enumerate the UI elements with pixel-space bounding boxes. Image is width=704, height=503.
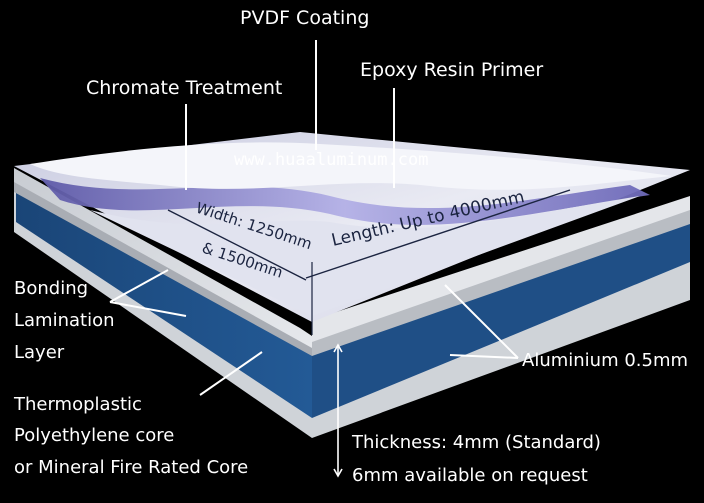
label-core-1: Thermoplastic: [13, 394, 142, 415]
pvdf-peeled-layer: [30, 142, 672, 190]
core-right-face: [312, 222, 690, 418]
coating-wave-band: [40, 178, 650, 225]
core-leader: [199, 351, 263, 396]
label-thickness-2: 6mm available on request: [352, 465, 588, 486]
bonding-layer-right: [312, 206, 690, 356]
label-epoxy-primer: Epoxy Resin Primer: [360, 59, 543, 81]
label-aluminium: Aluminium 0.5mm: [522, 350, 688, 371]
aluminium-right-face: [312, 196, 690, 342]
thickness-arrow-top: [333, 343, 343, 353]
label-bonding-3: Layer: [14, 342, 65, 363]
watermark-text: www.huaaluminum.com: [234, 150, 428, 170]
label-bonding-2: Lamination: [14, 310, 115, 331]
label-chromate: Chromate Treatment: [86, 77, 282, 99]
width-dimension-line: [167, 209, 307, 281]
aluminium-leader-upper: [444, 284, 519, 359]
bonding-leader-lower: [109, 301, 187, 317]
thickness-arrow-bottom: [333, 468, 343, 478]
aluminium-leader-lower: [449, 354, 519, 359]
top-lower-area: [90, 196, 640, 316]
label-core-3: or Mineral Fire Rated Core: [14, 457, 248, 478]
length-dimension-line: [305, 189, 571, 279]
label-core-2: Polyethylene core: [14, 425, 174, 446]
core-left-face: [16, 190, 312, 418]
label-thickness-1: Thickness: 4mm (Standard): [351, 432, 601, 453]
bonding-leader-upper: [109, 269, 169, 303]
aluminium-left-face: [14, 168, 312, 348]
label-bonding-1: Bonding: [14, 278, 88, 299]
label-pvdf-coating: PVDF Coating: [240, 7, 369, 29]
